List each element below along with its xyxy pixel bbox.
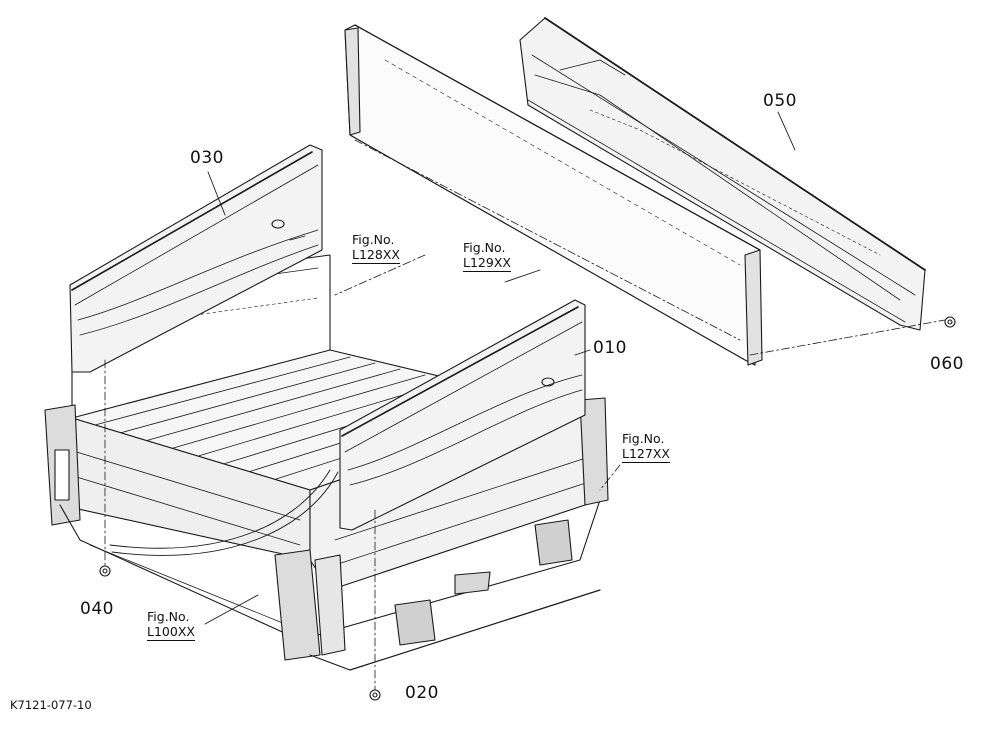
panel-010	[339, 299, 586, 531]
part-label-010: 010	[593, 338, 627, 358]
bolt-060-icon	[944, 316, 956, 328]
bolt-040-icon	[99, 565, 111, 577]
drawing-code: K7121-077-10	[10, 698, 92, 712]
part-label-060: 060	[930, 354, 964, 374]
part-label-020: 020	[405, 683, 439, 703]
part-label-040: 040	[80, 599, 114, 619]
fig-ref-l100: Fig.No. L100XX	[147, 609, 195, 641]
cargo-bed	[44, 254, 609, 671]
panel-010-hole	[541, 377, 555, 387]
fig-ref-l128-code: L128XX	[352, 247, 400, 264]
panel-l129	[344, 24, 763, 366]
bolts	[99, 316, 956, 701]
panel-030	[69, 144, 323, 373]
cable-curve	[109, 469, 331, 549]
part-label-050: 050	[763, 91, 797, 111]
bolt-020-icon	[369, 689, 381, 701]
hinge-bracket-1	[394, 599, 436, 646]
fig-ref-l129: Fig.No. L129XX	[463, 240, 511, 272]
fig-ref-l128-title: Fig.No.	[352, 232, 395, 247]
fig-ref-l128: Fig.No. L128XX	[352, 232, 400, 264]
right-rear-post	[579, 397, 609, 506]
part-label-030: 030	[190, 148, 224, 168]
fig-ref-l127-title: Fig.No.	[622, 431, 665, 446]
panel-050	[519, 17, 926, 331]
fig-ref-l129-title: Fig.No.	[463, 240, 506, 255]
fig-ref-l127-code: L127XX	[622, 446, 670, 463]
panel-030-hole	[271, 219, 285, 229]
fig-ref-l127: Fig.No. L127XX	[622, 431, 670, 463]
fig-ref-l100-title: Fig.No.	[147, 609, 190, 624]
leader-lines	[104, 139, 946, 691]
hinge-bracket-2	[534, 519, 573, 566]
fig-ref-l129-code: L129XX	[463, 255, 511, 272]
fig-ref-l100-code: L100XX	[147, 624, 195, 641]
callout-lines	[204, 111, 796, 625]
front-corner-post	[274, 549, 321, 661]
